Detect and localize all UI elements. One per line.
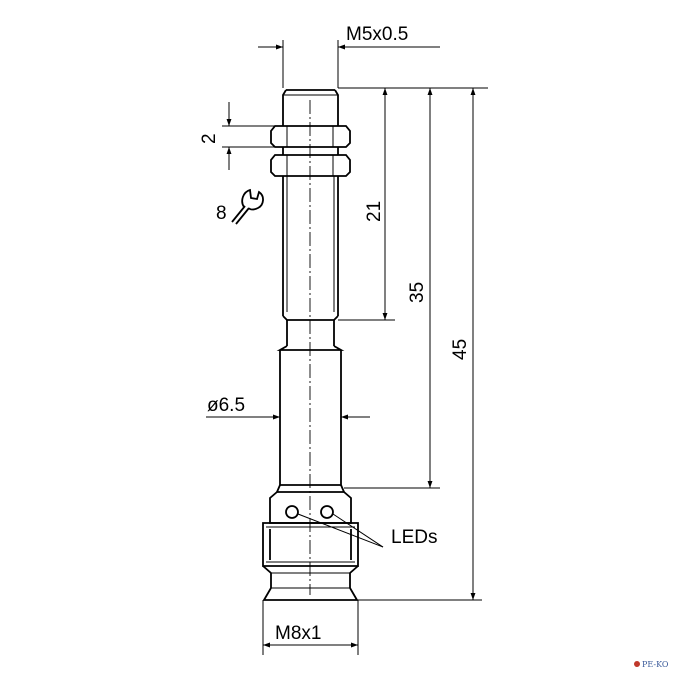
thread-length-label: 21 [364, 201, 385, 222]
wrench-size: 8 [216, 188, 264, 225]
wrench-icon [231, 188, 264, 225]
thread-dimension: M5x0.5 [258, 24, 440, 88]
leds-callout: LEDs [297, 513, 437, 548]
sensor-outline [262, 89, 359, 601]
upper-nut [270, 125, 351, 148]
led-right [320, 505, 334, 519]
body-length-label: 35 [407, 282, 428, 303]
connector-thread-dimension: M8x1 [262, 600, 359, 655]
sensor-body [275, 350, 346, 493]
thread-length-dimension: 21 [338, 87, 488, 321]
wrench-size-label: 8 [216, 203, 227, 224]
nut-thickness-dimension: 2 [199, 102, 275, 170]
nut-thickness-label: 2 [199, 133, 220, 144]
pe-ko-logo [634, 661, 640, 667]
body-diameter-label: ø6.5 [207, 395, 245, 416]
threaded-shaft [282, 176, 339, 321]
lower-nut [270, 154, 351, 177]
connector-thread-label: M8x1 [275, 623, 321, 644]
total-length-dimension: 45 [357, 88, 482, 601]
watermark: PE-KO [634, 660, 669, 669]
neck [276, 320, 345, 351]
body-diameter-dimension: ø6.5 [206, 395, 370, 420]
watermark-text: PE-KO [642, 660, 669, 669]
total-length-label: 45 [450, 339, 471, 360]
thread-label: M5x0.5 [346, 24, 408, 45]
led-left [285, 505, 299, 519]
body-length-dimension: 35 [344, 88, 440, 489]
connector-m8 [262, 522, 359, 601]
leds-label: LEDs [391, 527, 437, 548]
